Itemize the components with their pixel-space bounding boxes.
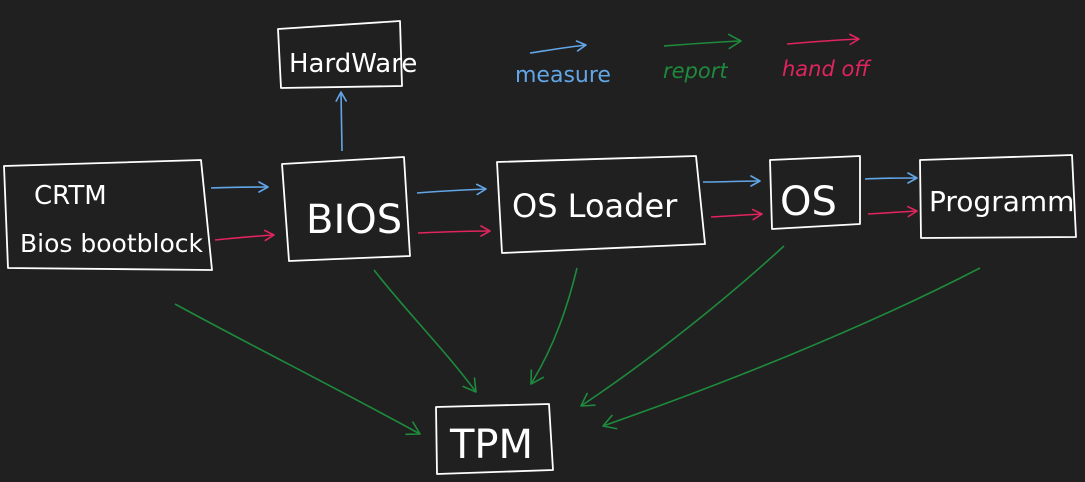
node-tpm-box <box>435 403 554 475</box>
node-crtm-label-line1: CRTM <box>34 181 107 211</box>
edge-bios-hardware-measure <box>335 91 347 152</box>
node-programm: Programm <box>919 154 1077 239</box>
node-os-loader: OS Loader <box>496 155 706 254</box>
legend: measure report hand off <box>515 33 872 88</box>
legend-measure-arrow <box>529 40 587 54</box>
edge-bios-osloader-hand-off <box>417 225 491 237</box>
node-programm-box <box>919 154 1077 239</box>
legend-hand-off: hand off <box>782 33 872 81</box>
legend-hand-off-arrow <box>786 33 860 46</box>
node-crtm: CRTM Bios bootblock <box>3 159 213 271</box>
legend-report-arrow <box>663 33 742 50</box>
node-hardware-box <box>277 20 403 89</box>
node-bios-label: BIOS <box>306 197 402 243</box>
node-bios: BIOS <box>281 156 411 262</box>
node-hardware-label: HardWare <box>289 49 417 79</box>
node-hardware: HardWare <box>277 20 417 89</box>
node-os-loader-label: OS Loader <box>512 187 678 225</box>
node-programm-label: Programm <box>929 185 1074 218</box>
edge-osloader-tpm-report <box>530 267 578 385</box>
legend-report: report <box>663 33 742 83</box>
edge-bios-osloader-measure <box>416 183 487 196</box>
legend-hand-off-label: hand off <box>782 57 872 81</box>
edge-os-programm-hand-off <box>867 205 918 218</box>
edge-bios-tpm-report <box>373 269 477 393</box>
edge-crtm-bios-measure <box>210 181 269 193</box>
node-os-loader-box <box>496 155 706 254</box>
edge-os-programm-measure <box>864 172 918 184</box>
node-tpm-label: TPM <box>449 422 533 468</box>
edge-programm-tpm-report <box>602 267 981 430</box>
node-crtm-label-line2: Bios bootblock <box>20 229 203 258</box>
node-bios-box <box>281 156 411 262</box>
node-os-label: OS <box>780 179 837 225</box>
edge-osloader-os-hand-off <box>710 208 763 221</box>
node-os: OS <box>769 155 861 230</box>
edge-crtm-tpm-report <box>174 303 421 436</box>
edge-crtm-bios-hand-off <box>214 229 275 242</box>
node-os-box <box>769 155 861 230</box>
edge-osloader-os-measure <box>702 175 761 187</box>
legend-report-label: report <box>663 59 728 83</box>
node-tpm: TPM <box>435 403 554 475</box>
edge-os-tpm-report <box>580 245 785 407</box>
node-crtm-box <box>3 159 213 271</box>
legend-measure: measure <box>515 40 611 88</box>
legend-measure-label: measure <box>515 63 611 88</box>
